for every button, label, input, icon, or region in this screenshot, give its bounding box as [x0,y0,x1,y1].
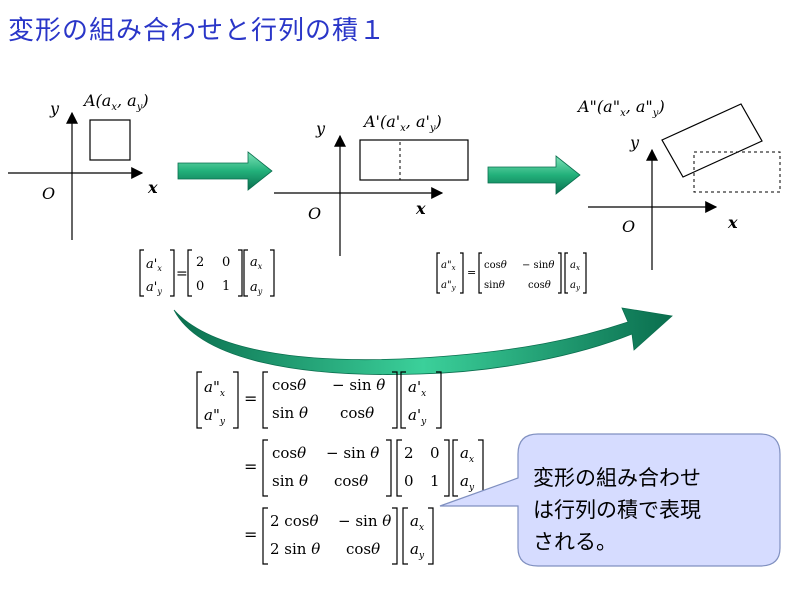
svg-text:cosθ: cosθ [340,404,374,422]
point-a-label: A(ax, ay) [82,91,149,113]
y-axis-label: y [629,133,640,152]
svg-text:ay: ay [460,472,475,493]
d-m11: 2 [404,444,414,462]
svg-text:a'x: a'x [146,257,162,273]
svg-text:a'x: a'x [408,378,426,399]
graph-original: y x O A(ax, ay) [8,91,158,240]
svg-text:a"y: a"y [204,406,226,427]
x-axis-label: x [415,199,426,218]
svg-text:a"y: a"y [441,280,457,292]
callout-bubble [439,433,781,567]
transform-arrow-1 [177,151,273,191]
origin-label: O [42,184,55,203]
matrix-scale-equation: a'x a'y = 2 0 0 1 ax ay [139,249,275,297]
scaled-rectangle-dashed [693,151,781,193]
x-axis-label: x [147,178,158,197]
graph-scaled: y x O A'(a'x, a'y) [274,112,469,256]
transform-arrow-2 [487,155,581,195]
scaled-rectangle [359,139,469,181]
svg-text:ax: ax [250,255,263,271]
svg-text:a"x: a"x [204,378,225,399]
svg-text:− sin θ: − sin θ [326,444,379,462]
original-square-dashed [359,139,401,181]
d-m22: 1 [430,472,440,490]
m21: 0 [196,279,204,294]
svg-text:cosθ: cosθ [484,260,507,271]
svg-text:ax: ax [460,444,474,465]
m11: 2 [196,255,204,270]
graph-rotated: y x O A"(a"x, a"y) [576,97,781,270]
svg-text:=: = [244,457,257,476]
origin-label: O [308,204,321,223]
svg-text:=: = [467,266,476,279]
callout-line-2: は行列の積で表現 [533,498,701,522]
svg-text:cosθ: cosθ [334,472,368,490]
d-m12: 0 [430,444,440,462]
svg-text:sin θ: sin θ [272,404,308,422]
m22: 1 [222,279,230,294]
svg-text:=: = [176,266,188,282]
x-axis-label: x [727,213,738,232]
matrix-rotate-equation: a"x a"y = cosθ − sinθ sinθ cosθ ax ay [436,252,587,294]
svg-text:− sin θ: − sin θ [332,376,385,394]
svg-text:2 cosθ: 2 cosθ [270,512,318,530]
svg-text:cosθ: cosθ [272,444,306,462]
svg-text:ay: ay [570,280,581,292]
slide-title: 変形の組み合わせと行列の積１ [8,16,387,46]
svg-text:sinθ: sinθ [484,280,505,291]
svg-text:cosθ: cosθ [528,280,551,291]
callout-text: 変形の組み合わせ は行列の積で表現 される。 [533,462,763,558]
svg-text:ax: ax [410,512,424,533]
origin-label: O [622,217,635,236]
svg-text:cosθ: cosθ [272,376,306,394]
svg-text:a"x: a"x [441,260,456,272]
svg-text:− sinθ: − sinθ [522,260,554,271]
svg-text:ay: ay [410,540,425,561]
svg-text:=: = [244,389,257,408]
svg-text:ay: ay [250,280,263,296]
m12: 0 [222,255,230,270]
callout-line-3: される。 [533,530,617,554]
svg-text:cosθ: cosθ [346,540,380,558]
svg-text:a'y: a'y [408,406,427,427]
svg-text:2 sin θ: 2 sin θ [270,540,320,558]
svg-text:ax: ax [570,260,580,272]
svg-text:a'y: a'y [146,280,162,296]
svg-text:− sin θ: − sin θ [338,512,391,530]
y-axis-label: y [49,99,60,118]
svg-text:sin θ: sin θ [272,472,308,490]
derivation: a"x a"y = cosθ − sin θ sin θ cosθ a'x a'… [196,371,484,565]
combine-curved-arrow [173,307,673,375]
d-m21: 0 [404,472,414,490]
point-a-double-prime-label: A"(a"x, a"y) [576,97,665,119]
y-axis-label: y [315,119,326,138]
original-square [89,119,131,161]
point-a-prime-label: A'(a'x, a'y) [362,112,442,134]
svg-text:=: = [244,525,257,544]
callout-line-1: 変形の組み合わせ [533,466,701,490]
rotated-rectangle [661,103,763,178]
